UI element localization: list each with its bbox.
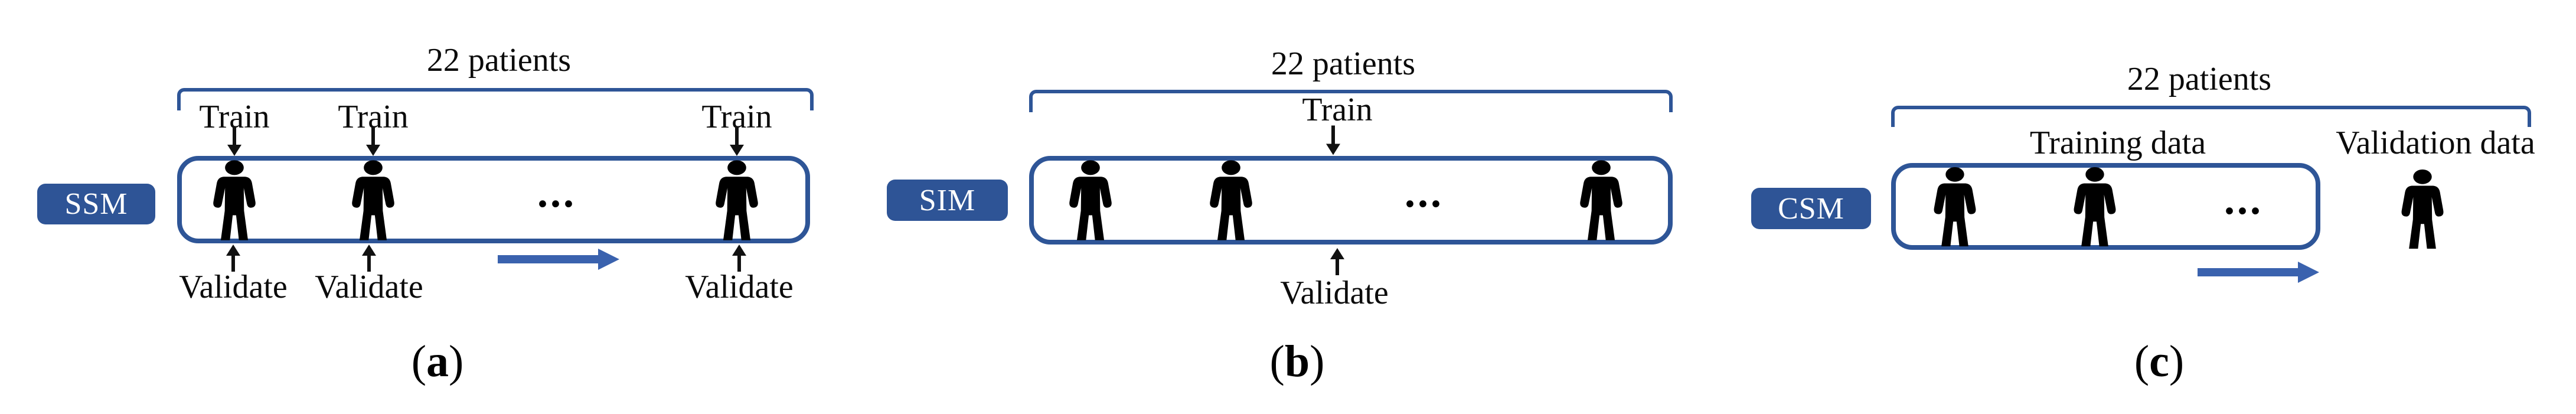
- validate-label: Validate: [179, 269, 288, 305]
- ellipsis: ...: [2224, 176, 2263, 223]
- patient-icon: [352, 160, 394, 240]
- arrow-up-icon: [1330, 248, 1344, 275]
- training-data-label: Training data: [2029, 125, 2206, 161]
- model-badge-label: CSM: [1778, 191, 1844, 226]
- arrow-down-icon: [366, 126, 380, 156]
- arrow-up-icon: [732, 245, 746, 272]
- validation-patient-icon: [2401, 169, 2444, 249]
- validate-label: Validate: [1280, 275, 1389, 311]
- patients-group-box: [177, 156, 810, 243]
- patient-icon: [1934, 167, 1976, 247]
- panel-caption: (c): [2134, 337, 2185, 386]
- model-badge-label: SSM: [64, 187, 128, 221]
- model-badge-sim: SIM: [887, 180, 1008, 221]
- model-badge-ssm: SSM: [37, 184, 155, 224]
- arrow-up-icon: [362, 245, 376, 272]
- validate-label: Validate: [315, 269, 423, 305]
- validate-label: Validate: [685, 269, 794, 305]
- bracket-label: 22 patients: [1271, 45, 1416, 82]
- arrow-down-icon: [227, 126, 241, 156]
- patient-icon: [213, 160, 256, 240]
- patient-icon: [1580, 160, 1622, 240]
- ellipsis: ...: [537, 169, 576, 216]
- patients-bracket: [1891, 106, 2531, 127]
- patient-icon: [2074, 167, 2116, 247]
- patient-icon: [1210, 160, 1252, 240]
- patients-group-box: [1029, 156, 1673, 245]
- panel-caption: (a): [411, 337, 464, 386]
- train-label: Train: [1302, 92, 1373, 128]
- model-badge-csm: CSM: [1751, 188, 1871, 229]
- model-badge-label: SIM: [919, 183, 976, 217]
- arrow-up-icon: [226, 245, 240, 272]
- bracket-label: 22 patients: [2127, 61, 2272, 97]
- patient-icon: [716, 160, 758, 240]
- ellipsis: ...: [1405, 169, 1444, 216]
- validation-data-label: Validation data: [2336, 125, 2535, 161]
- patients-bracket: [177, 88, 814, 110]
- patients-bracket: [1029, 90, 1673, 112]
- patient-icon: [1069, 160, 1112, 240]
- arrow-down-icon: [730, 126, 744, 156]
- arrow-right-icon: [498, 249, 619, 270]
- bracket-label: 22 patients: [426, 42, 572, 79]
- arrow-right-icon: [2198, 262, 2319, 283]
- panel-caption: (b): [1269, 337, 1325, 386]
- arrow-down-icon: [1326, 125, 1340, 155]
